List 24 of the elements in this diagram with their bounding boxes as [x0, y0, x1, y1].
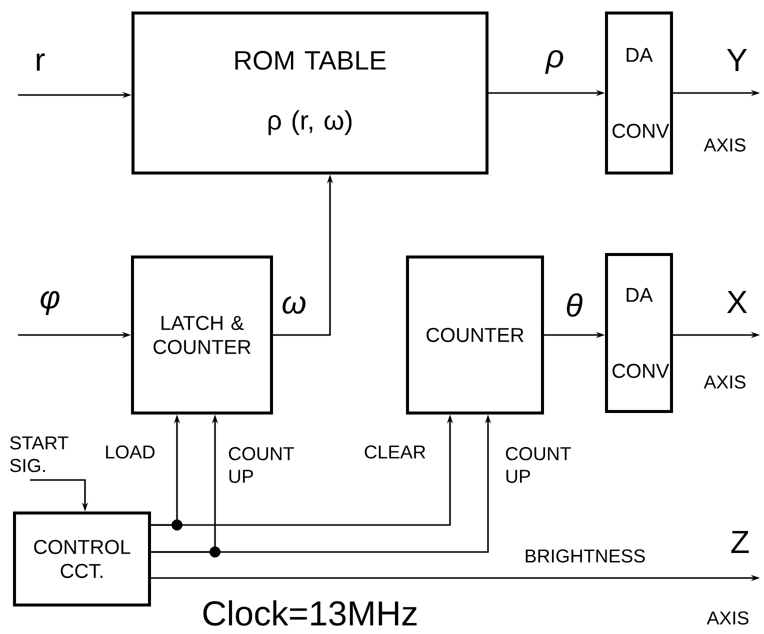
edge-label: ρ	[545, 50, 564, 74]
clock-note: Clock=13MHz	[203, 600, 417, 626]
axis-label: AXIS	[704, 138, 746, 152]
axis-label: BRIGHTNESS	[526, 549, 645, 563]
edge-label: COUNT UP	[228, 447, 294, 483]
axis-label: AXIS	[706, 611, 748, 625]
block-box: DA CONV	[605, 12, 673, 174]
edge-label: φ	[40, 291, 60, 315]
block-box: DA CONV	[605, 253, 673, 413]
edge-label: CLEAR	[364, 445, 426, 459]
edge-label: Y	[727, 48, 747, 71]
block-box: COUNTER	[406, 256, 544, 414]
block-box: CONTROL CCT.	[13, 512, 151, 606]
edge-label: LOAD	[106, 445, 155, 459]
block-box: ROM TABLE ρ (r, ω)	[132, 12, 488, 174]
edge-label: COUNT UP	[506, 447, 571, 483]
edge-label: START SIG.	[10, 436, 68, 472]
edge-label: r	[36, 53, 45, 71]
edge-label: ω	[282, 296, 306, 314]
edge-label: X	[727, 290, 747, 313]
edge-label: Z	[731, 530, 749, 553]
edge-label: θ	[566, 293, 582, 317]
block-box: LATCH & COUNTER	[131, 256, 273, 414]
axis-label: AXIS	[704, 375, 746, 389]
